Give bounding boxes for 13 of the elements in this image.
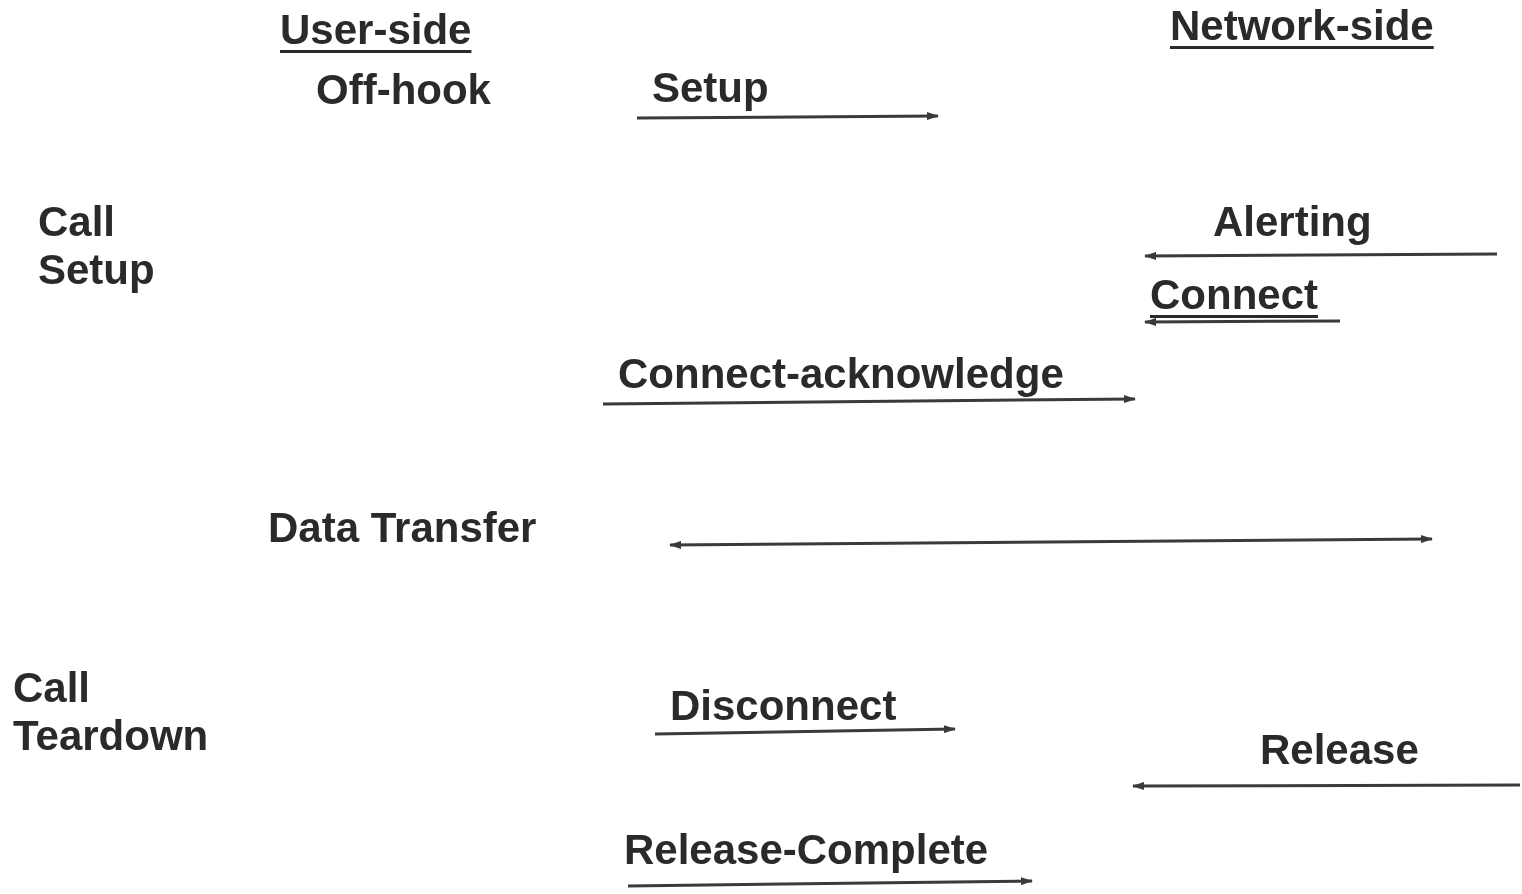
phase-label: Data Transfer bbox=[268, 504, 537, 552]
message-label: Release bbox=[1260, 726, 1419, 774]
message-label: Connect bbox=[1150, 271, 1318, 319]
message-label: Connect-acknowledge bbox=[618, 350, 1064, 398]
message-label: Setup bbox=[652, 64, 769, 112]
column-heading: Network-side bbox=[1170, 2, 1434, 50]
message-label: Alerting bbox=[1213, 198, 1372, 246]
message-label: Disconnect bbox=[670, 682, 897, 730]
column-heading: User-side bbox=[280, 6, 472, 54]
event-label: Off-hook bbox=[316, 66, 491, 114]
message-label: Release-Complete bbox=[624, 826, 989, 874]
phase-label: Call Teardown bbox=[13, 664, 210, 760]
phase-label: Call Setup bbox=[38, 198, 156, 294]
